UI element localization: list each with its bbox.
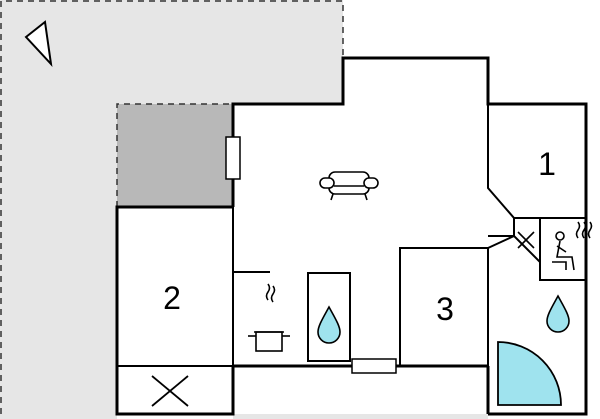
window-icon (351, 358, 397, 374)
terrace-outline (0, 0, 344, 414)
sauna-icon (552, 221, 593, 271)
room-label-3: 3 (436, 291, 454, 327)
room-label-2: 2 (163, 280, 181, 316)
cooking-pot-icon (248, 283, 290, 352)
sofa-icon (319, 171, 379, 201)
water-drop-icon (317, 305, 341, 344)
storage-cross-icon (151, 375, 189, 407)
storage-cross-icon (517, 231, 535, 249)
covered-terrace (117, 104, 233, 207)
water-drop-icon (546, 294, 570, 333)
terrace-strip-left (0, 207, 117, 419)
north-arrow-icon (24, 20, 53, 68)
interior-walls (117, 104, 586, 367)
shower-icon (497, 341, 562, 406)
window-icon (225, 136, 241, 180)
room-label-1: 1 (538, 146, 556, 182)
covered-terrace-outline (116, 103, 233, 207)
